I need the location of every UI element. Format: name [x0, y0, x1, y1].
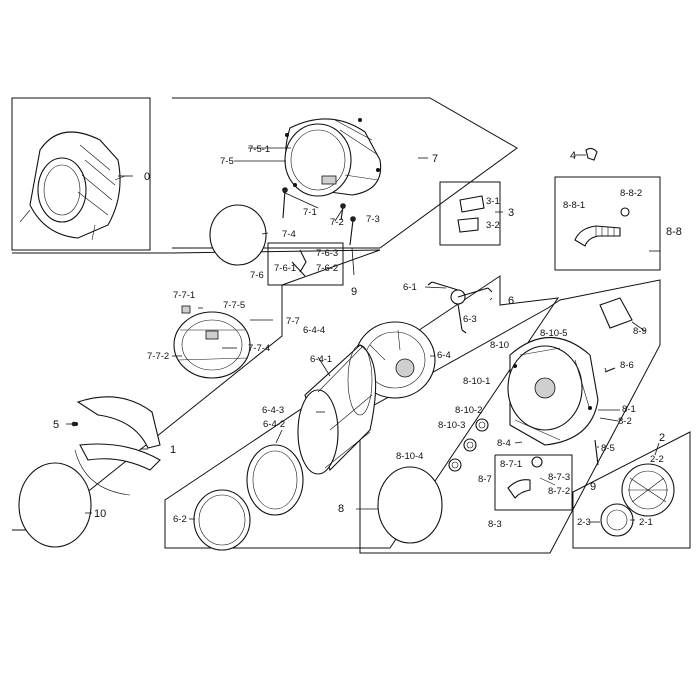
part-4 [585, 147, 598, 161]
callout-8-8-1: 8-8-1 [563, 200, 585, 211]
tub-cover-7-7 [173, 305, 251, 379]
callout-8-7-1: 8-7-1 [500, 459, 522, 470]
hose-8-7 [507, 456, 556, 499]
callout-7-6: 7-6 [250, 270, 264, 281]
frame-assembly-7-upper [172, 97, 518, 249]
callout-6-3: 6-3 [463, 314, 477, 325]
callout-8-10-3: 8-10-3 [438, 420, 465, 431]
motor-2 [600, 463, 675, 537]
callout-2-1: 2-1 [639, 517, 653, 528]
callout-8-1: 8-1 [622, 404, 636, 415]
screw-5 [71, 421, 77, 427]
callout-8-7-2: 8-7-2 [548, 486, 570, 497]
callout-6-1: 6-1 [403, 282, 417, 293]
callout-8-10: 8-10 [490, 340, 509, 351]
callout-10: 10 [94, 508, 106, 520]
ring-10 [18, 462, 92, 548]
callout-2-3: 2-3 [577, 517, 591, 528]
frame-assembly-6 [164, 275, 560, 549]
callout-7-5: 7-5 [220, 156, 234, 167]
callout-6: 6 [508, 295, 514, 307]
callout-7: 7 [432, 153, 438, 165]
parts-7-6 [291, 249, 307, 277]
callout-8: 8 [338, 503, 344, 515]
callout-7-7-5: 7-7-5 [223, 300, 245, 311]
callout-5: 5 [53, 419, 59, 431]
callout-6-4: 6-4 [437, 350, 451, 361]
callout-8-4: 8-4 [497, 438, 511, 449]
callout-3: 3 [508, 207, 514, 219]
frame-assembly-0 [11, 97, 151, 251]
leader-lines [66, 147, 660, 523]
rear-tub-8-10 [507, 336, 599, 446]
callout-8-2: 8-2 [618, 416, 632, 427]
frame-assembly-7-6 [267, 242, 344, 286]
tub-assembly-complete [19, 131, 126, 241]
callout-7-6-2: 7-6-2 [316, 263, 338, 274]
hose-8-8 [574, 207, 630, 247]
callout-8-10-5: 8-10-5 [540, 328, 567, 339]
frame-assembly-3 [439, 181, 501, 246]
callout-7-2: 7-2 [330, 217, 344, 228]
callout-2: 2 [659, 432, 665, 444]
callout-8-3: 8-3 [488, 519, 502, 530]
callout-3-2: 3-2 [486, 220, 500, 231]
part-8-5 [594, 439, 599, 466]
callout-6-4-3: 6-4-3 [262, 405, 284, 416]
callout-8-10-4: 8-10-4 [396, 451, 423, 462]
parts-3 [457, 195, 485, 233]
callout-7-5-1: 7-5-1 [248, 144, 270, 155]
callout-7-6-1: 7-6-1 [274, 263, 296, 274]
callout-8-7-3: 8-7-3 [548, 472, 570, 483]
callout-6-4-1: 6-4-1 [310, 354, 332, 365]
callout-9a: 9 [351, 286, 357, 298]
bearings-8-10 [448, 418, 489, 472]
part-8-9 [599, 297, 633, 329]
part-8-6 [604, 367, 616, 373]
callout-8-6: 8-6 [620, 360, 634, 371]
callout-6-2: 6-2 [173, 514, 187, 525]
balance-weights-1 [74, 396, 161, 496]
callout-9b: 9 [590, 481, 596, 493]
callout-8-8: 8-8 [666, 226, 682, 238]
callout-7-7: 7-7 [286, 316, 300, 327]
callout-8-10-1: 8-10-1 [463, 376, 490, 387]
frame-assembly-8-7 [494, 454, 573, 511]
callout-6-4-4: 6-4-4 [303, 325, 325, 336]
ring-6-2 [193, 489, 251, 551]
callout-7-7-1: 7-7-1 [173, 290, 195, 301]
disc-7-4 [209, 204, 267, 266]
screws-7-1-7-2 [282, 187, 356, 246]
spider-6-1 [427, 281, 493, 334]
callout-8-5: 8-5 [601, 443, 615, 454]
tub-front-7-5 [284, 118, 382, 197]
callout-7-6-3: 7-6-3 [316, 248, 338, 259]
disc-8-10-4 [377, 466, 443, 544]
callout-4: 4 [570, 150, 576, 162]
drum-6-4-1 [297, 344, 377, 475]
callout-0: 0 [144, 171, 150, 183]
callout-6-4-2: 6-4-2 [263, 419, 285, 430]
callout-7-7-4: 7-7-4 [248, 343, 270, 354]
frame-assembly-8-8 [554, 176, 661, 271]
callout-7-4: 7-4 [282, 229, 296, 240]
callout-7-3: 7-3 [366, 214, 380, 225]
callout-1: 1 [170, 444, 176, 456]
frame-assembly-2 [572, 431, 691, 549]
drum-ring-6-4-2 [246, 444, 304, 516]
callout-7-1: 7-1 [303, 207, 317, 218]
callout-labels: 0 7 7-5-1 7-5 7-1 7-2 7-3 7-4 7-6-3 7-6 … [53, 144, 682, 530]
callout-8-7: 8-7 [478, 474, 492, 485]
callout-8-9: 8-9 [633, 326, 647, 337]
callout-8-10-2: 8-10-2 [455, 405, 482, 416]
callout-7-7-2: 7-7-2 [147, 351, 169, 362]
callout-3-1: 3-1 [486, 196, 500, 207]
callout-8-8-2: 8-8-2 [620, 188, 642, 199]
callout-2-2: 2-2 [650, 454, 664, 465]
